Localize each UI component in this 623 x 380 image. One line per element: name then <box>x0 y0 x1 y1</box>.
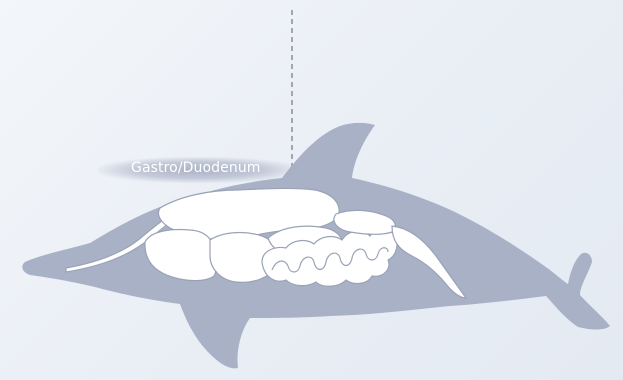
organ-label-gastro-duodenum: Gastro/Duodenum <box>131 160 261 176</box>
